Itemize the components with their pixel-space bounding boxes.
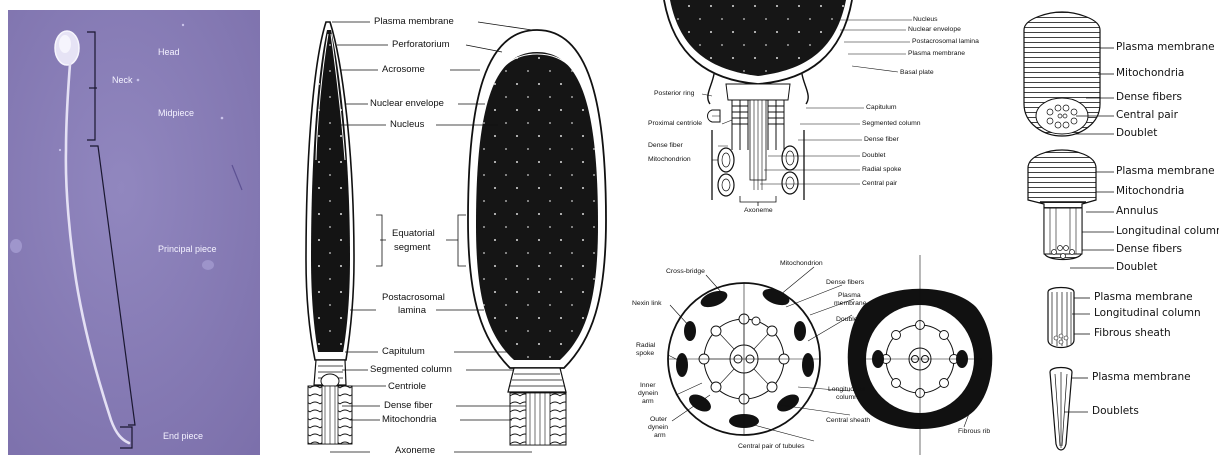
micrograph-panel: Head Neck Midpiece Principal piece End p…: [8, 10, 260, 455]
label-neck-mitochondrion: Mitochondrion: [648, 157, 691, 164]
label-mitochondria: Mitochondria: [382, 415, 436, 425]
label-xs-plasma-2: membrane: [834, 301, 867, 308]
label-xs-inner-2: dynein: [638, 391, 658, 398]
head-section-panel: Plasma membrane Perforatorium Acrosome N…: [270, 0, 640, 455]
label-seg-d-plasma: Plasma membrane: [1092, 372, 1191, 383]
label-xs-longitudinal-2: column: [836, 395, 858, 402]
label-xs-outer-1: Outer: [650, 417, 667, 424]
label-xs-nexin-link: Nexin link: [632, 301, 661, 308]
label-seg-b-longitudinal: Longitudinal column: [1116, 226, 1219, 237]
label-neck-radial-spoke: Radial spoke: [862, 167, 901, 174]
label-midpiece: Midpiece: [158, 109, 194, 118]
label-postacrosomal-1: Postacrosomal: [382, 293, 445, 303]
label-xs-mitochondrion: Mitochondrion: [780, 261, 823, 268]
label-seg-b-plasma: Plasma membrane: [1116, 166, 1215, 177]
label-segmented-column: Segmented column: [370, 365, 452, 375]
label-head: Head: [158, 48, 180, 57]
label-neck-postacrosomal: Postacrosomal lamina: [912, 39, 979, 46]
label-equatorial-1: Equatorial: [392, 229, 435, 239]
label-neck-nucleus: Nucleus: [913, 17, 938, 24]
label-xs-central-pair: Central pair of tubules: [738, 444, 805, 451]
label-seg-b-doublet: Doublet: [1116, 262, 1157, 273]
label-xs-fibrous-rib: Fibrous rib: [958, 429, 990, 436]
label-xs-radial-2: spoke: [636, 351, 654, 358]
label-neck-proximal-centriole: Proximal centriole: [648, 121, 702, 128]
label-seg-a-dense-fibers: Dense fibers: [1116, 92, 1182, 103]
label-seg-d-doublets: Doublets: [1092, 406, 1139, 417]
label-xs-outer-3: arm: [654, 433, 666, 440]
label-seg-a-doublet: Doublet: [1116, 128, 1157, 139]
label-xs-longitudinal-1: Longitudinal: [828, 387, 865, 394]
label-neck-dense-fiber-right: Dense fiber: [864, 137, 899, 144]
label-xs-outer-2: dynein: [648, 425, 668, 432]
label-neck-posterior-ring: Posterior ring: [654, 91, 694, 98]
label-xs-radial-1: Radial: [636, 343, 655, 350]
label-neck-central-pair: Central pair: [862, 181, 897, 188]
label-postacrosomal-2: lamina: [398, 306, 426, 316]
label-neck-capitulum: Capitulum: [866, 105, 897, 112]
label-perforatorium: Perforatorium: [392, 40, 450, 50]
label-end-piece: End piece: [163, 432, 203, 441]
label-neck-nuclear-envelope: Nuclear envelope: [908, 27, 961, 34]
label-xs-doublet: Doublet: [836, 317, 859, 324]
label-neck-plasma-membrane: Plasma membrane: [908, 51, 965, 58]
label-seg-c-fibrous-sheath: Fibrous sheath: [1094, 328, 1171, 339]
label-seg-c-plasma: Plasma membrane: [1094, 292, 1193, 303]
label-nuclear-envelope: Nuclear envelope: [370, 99, 444, 109]
label-neck: Neck: [112, 76, 133, 85]
label-seg-b-annulus: Annulus: [1116, 206, 1158, 217]
label-neck-basal-plate: Basal plate: [900, 70, 934, 77]
label-xs-plasma-1: Plasma: [838, 293, 861, 300]
label-xs-cross-bridge: Cross-bridge: [666, 269, 705, 276]
label-equatorial-2: segment: [394, 243, 430, 253]
micrograph-image: [8, 10, 260, 455]
label-neck-axoneme: Axoneme: [744, 208, 773, 215]
label-seg-a-central-pair: Central pair: [1116, 110, 1178, 121]
label-nucleus: Nucleus: [390, 120, 424, 130]
tail-segments-panel: Plasma membrane Mitochondria Dense fiber…: [1010, 0, 1219, 455]
label-seg-a-mitochondria: Mitochondria: [1116, 68, 1184, 79]
label-dense-fiber: Dense fiber: [384, 401, 433, 411]
label-xs-inner-1: Inner: [640, 383, 656, 390]
label-neck-doublet: Doublet: [862, 153, 885, 160]
label-plasma-membrane: Plasma membrane: [374, 17, 454, 27]
label-seg-b-dense-fibers: Dense fibers: [1116, 244, 1182, 255]
label-xs-dense-fibers: Dense fibers: [826, 280, 864, 287]
label-seg-b-mitochondria: Mitochondria: [1116, 186, 1184, 197]
label-seg-a-plasma: Plasma membrane: [1116, 42, 1215, 53]
label-principal-piece: Principal piece: [158, 245, 217, 254]
label-neck-dense-fiber-left: Dense fiber: [648, 143, 683, 150]
label-seg-c-longitudinal: Longitudinal column: [1094, 308, 1201, 319]
neck-section-panel: Nucleus Nuclear envelope Postacrosomal l…: [640, 0, 1010, 240]
label-acrosome: Acrosome: [382, 65, 425, 75]
label-xs-inner-3: arm: [642, 399, 654, 406]
cross-section-drawing: [630, 255, 1010, 455]
label-xs-central-sheath: Central sheath: [826, 418, 870, 425]
cross-section-panel: Cross-bridge Mitochondrion Dense fibers …: [630, 255, 1010, 455]
label-axoneme: Axoneme: [395, 446, 435, 456]
label-centriole: Centriole: [388, 382, 426, 392]
head-section-drawing: [270, 0, 640, 455]
label-neck-segmented-column: Segmented column: [862, 121, 921, 128]
label-capitulum: Capitulum: [382, 347, 425, 357]
